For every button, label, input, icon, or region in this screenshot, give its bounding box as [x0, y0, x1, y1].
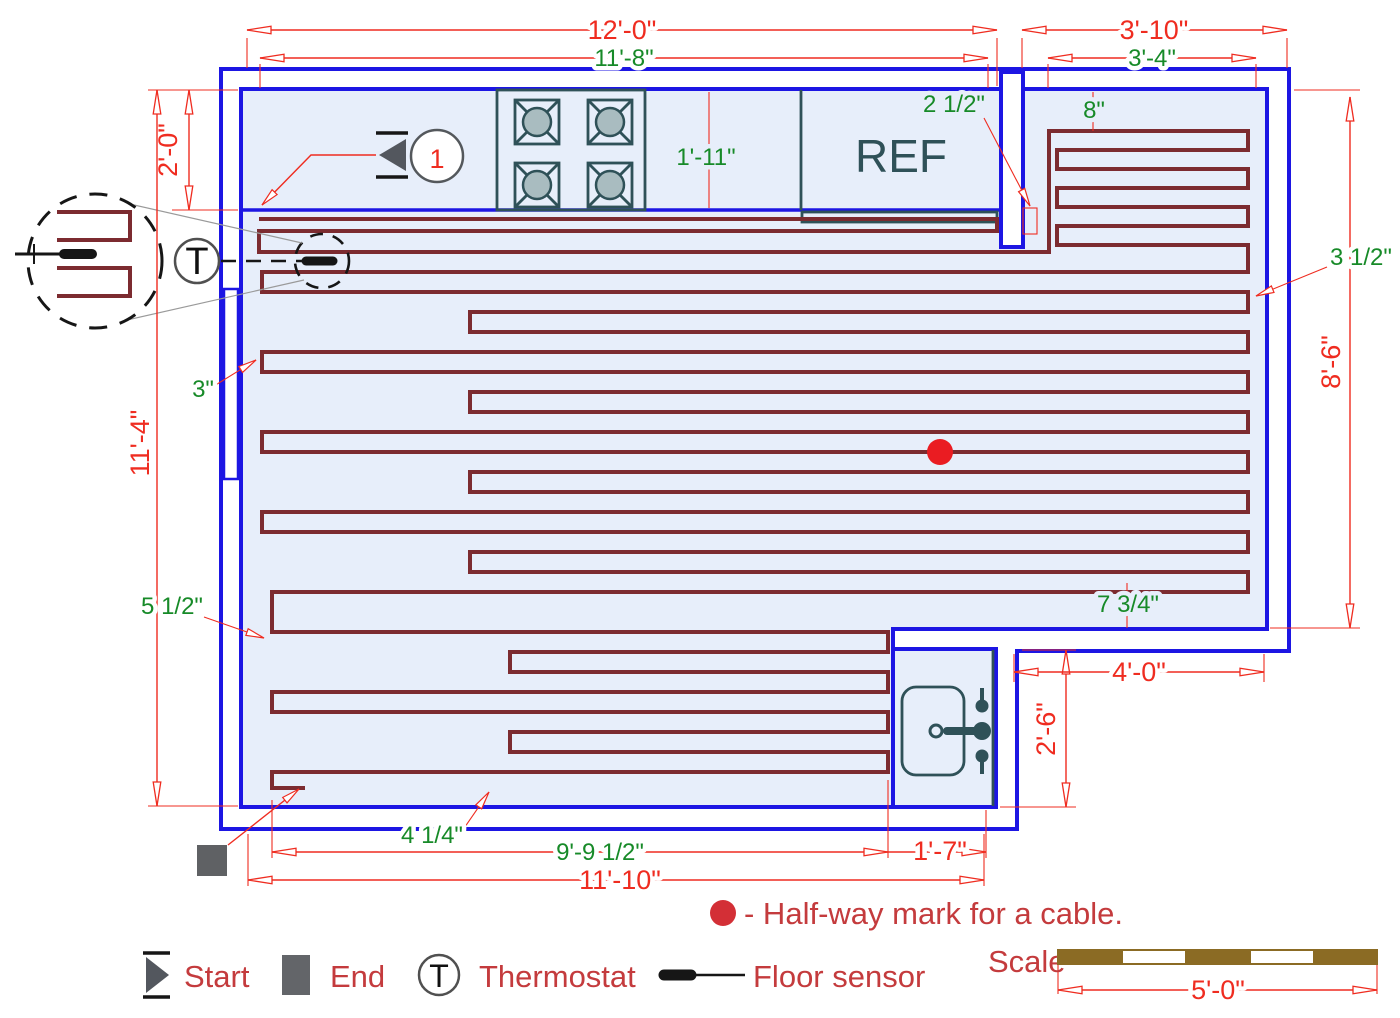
start-marker: 1 — [261, 128, 465, 206]
legend-floor-sensor: Floor sensor — [658, 959, 925, 994]
offset-bottom-gap: 4 1/4" — [401, 822, 463, 849]
dim-counter-depth: 1'-11" — [676, 144, 735, 171]
floor-area — [239, 87, 1269, 809]
sensor-callout-circle — [293, 232, 351, 290]
detail-cable — [57, 210, 132, 298]
dim-top-overall: 12'-0" — [588, 15, 657, 45]
callout-number: 1 — [429, 144, 444, 174]
dim-room-height: 11'-4" — [125, 410, 155, 477]
thermostat-icon — [417, 953, 461, 997]
start-triangle-icon — [379, 139, 406, 171]
scale-bar-segments — [1057, 949, 1378, 965]
legend-thermostat-letter: T — [429, 958, 449, 994]
offset-labels: 2 1/2" 8" 3" 3 1/2" 7 3/4" 5 1/2" 4 1/4" — [137, 87, 1397, 854]
dim-top-heated: 11'-8" — [594, 45, 653, 72]
stove-burner-icon — [586, 98, 634, 146]
offset-bottom-left-gap: 5 1/2" — [141, 593, 203, 620]
ref-label: REF — [855, 130, 947, 182]
offset-bottom-right-gap: 7 3/4" — [1097, 591, 1159, 618]
legend-thermostat-label: Thermostat — [479, 959, 636, 994]
offset-stub-gap: 2 1/2" — [923, 91, 985, 118]
sensor-detail-view — [15, 192, 164, 330]
thermostat-icon — [173, 237, 221, 285]
offset-first-run: 8" — [1083, 97, 1105, 124]
end-marker — [197, 788, 300, 876]
sink-icon — [900, 650, 995, 806]
heating-cable — [257, 129, 1250, 790]
offset-left-gap: 3" — [192, 376, 214, 403]
stove-burner-icon — [513, 98, 561, 146]
sink-handle — [975, 688, 989, 713]
offset-run-spacing: 3 1/2" — [1330, 244, 1392, 271]
scale-label: Scale — [988, 944, 1066, 979]
detail-circle — [26, 192, 164, 330]
detail-leader — [117, 279, 305, 323]
end-square-icon — [197, 845, 227, 876]
dim-top-right-heated: 3'-4" — [1128, 45, 1176, 72]
cable-path — [257, 129, 1250, 790]
legend: Start End T Thermostat Floor sensor — [143, 951, 925, 999]
stove-burner-icon — [513, 161, 561, 209]
sink-drain — [928, 723, 944, 739]
dim-top-right-overall: 3'-10" — [1120, 15, 1189, 45]
legend-thermostat: T Thermostat — [417, 953, 636, 997]
dim-sink-depth: 2'-6" — [1031, 702, 1061, 756]
dim-right-height: 8'-6" — [1316, 335, 1346, 389]
halfway-note: - Half-way mark for a cable. — [710, 896, 1123, 931]
halfway-text: - Half-way mark for a cable. — [744, 896, 1123, 931]
sink-handle — [975, 749, 989, 774]
stove-burner-icon — [586, 161, 634, 209]
halfway-mark-dot — [927, 439, 953, 465]
legend-floor-sensor-label: Floor sensor — [753, 959, 925, 994]
dim-right-bottom-width: 4'-0" — [1112, 657, 1166, 687]
stove-outline — [495, 88, 647, 212]
halfway-dot-icon — [710, 900, 736, 926]
sink-faucet-base — [973, 722, 991, 740]
legend-end: End — [282, 955, 385, 995]
room-walls — [219, 67, 1291, 831]
legend-start-label: Start — [184, 959, 250, 994]
dimensions: 12'-0" 11'-8" 3'-10" 3'-4" 2'-0" 11'-4" … — [121, 11, 1397, 994]
dim-bottom-overall: 11'-10" — [579, 865, 661, 895]
thermostat-letter: T — [185, 241, 208, 283]
legend-start: Start — [143, 951, 250, 999]
end-leader — [227, 788, 300, 846]
start-leader — [261, 154, 376, 206]
legend-end-label: End — [330, 959, 385, 994]
wall-stub — [999, 70, 1025, 249]
dim-scale-bar: 5'-0" — [1191, 975, 1245, 1005]
detail-leader — [111, 199, 303, 244]
start-triangle-icon — [146, 957, 169, 993]
end-square-icon — [282, 955, 310, 995]
callout-circle — [409, 128, 465, 184]
dim-bottom-sink: 1'-7" — [913, 836, 967, 866]
dim-bottom-heated: 9'-9 1/2" — [556, 839, 644, 866]
thermostat-group: T — [15, 192, 351, 330]
left-wall-window — [222, 287, 240, 481]
scale-bar: Scale 5'-0" — [988, 944, 1378, 1010]
